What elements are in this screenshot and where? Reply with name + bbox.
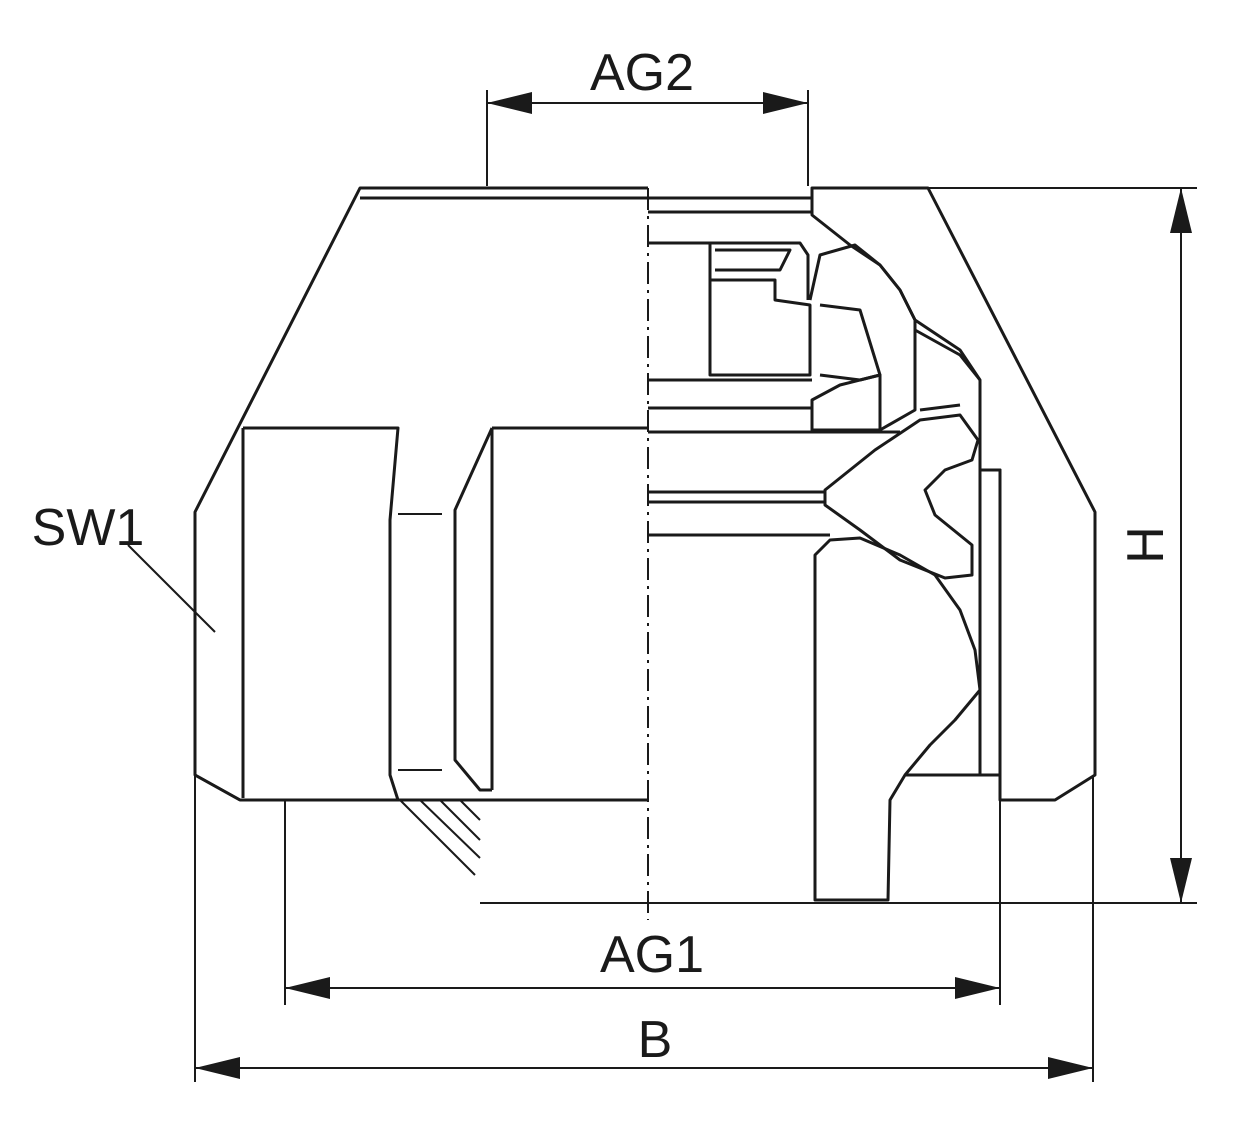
leader-sw1: SW1 bbox=[32, 499, 216, 633]
dimension-ag1: AG1 bbox=[284, 800, 1001, 1005]
top-thread bbox=[648, 196, 812, 214]
label-sw1: SW1 bbox=[32, 499, 145, 557]
cap-section bbox=[810, 186, 1097, 802]
label-h: H bbox=[1117, 526, 1175, 564]
dimension-ag2: AG2 bbox=[486, 44, 809, 186]
nut-body-outline bbox=[193, 186, 648, 876]
dimension-b: B bbox=[194, 775, 1094, 1082]
clamp-fingers bbox=[648, 241, 982, 432]
label-b: B bbox=[638, 1011, 673, 1069]
insert-ring-section bbox=[823, 413, 1002, 777]
dimension-h: H bbox=[480, 187, 1197, 904]
inner-bore bbox=[648, 430, 980, 777]
label-ag1: AG1 bbox=[600, 926, 704, 984]
label-ag2: AG2 bbox=[590, 44, 694, 102]
seal-section bbox=[813, 536, 982, 902]
